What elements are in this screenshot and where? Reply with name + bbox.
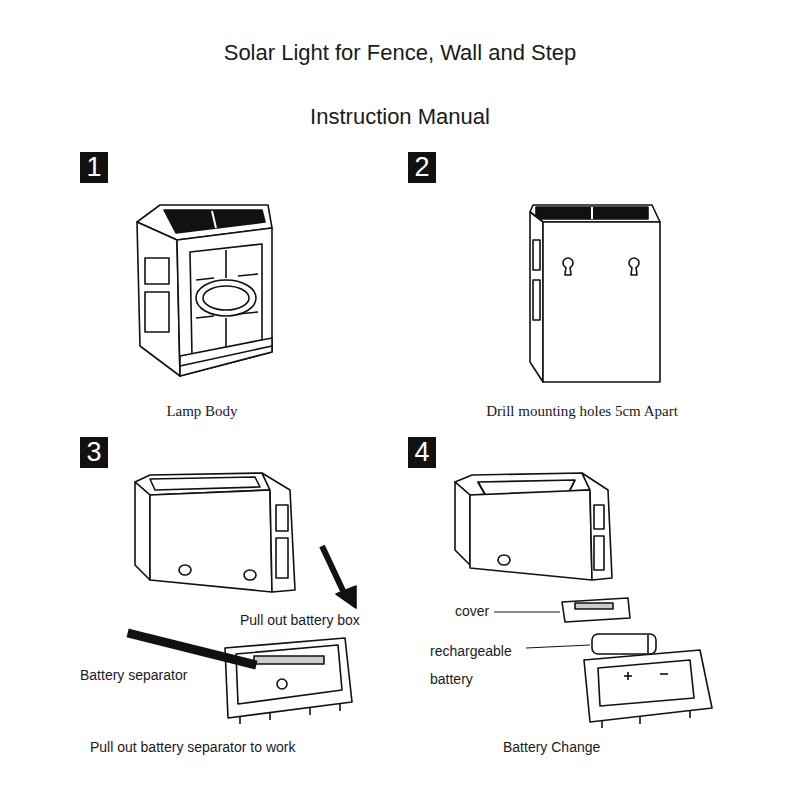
- caption-label: Pull out battery separator to work: [90, 739, 295, 755]
- step-number-box: 2: [408, 152, 436, 183]
- lamp-underside-view: [135, 473, 295, 592]
- lamp-back-view: [530, 205, 660, 382]
- caption-label: cover: [455, 603, 489, 619]
- step-number-box: 4: [408, 437, 436, 468]
- caption-label: Battery separator: [80, 667, 187, 683]
- step-number: 1: [86, 154, 101, 181]
- caption-label: Drill mounting holes 5cm Apart: [486, 403, 678, 420]
- step-number: 2: [414, 154, 429, 181]
- step-number: 4: [414, 439, 429, 466]
- battery-holder: [584, 650, 712, 728]
- caption-label: Pull out battery box: [240, 612, 360, 628]
- pull-arrow: [322, 546, 356, 608]
- step-number: 3: [86, 439, 101, 466]
- battery-cover: [562, 598, 630, 622]
- page-title: Solar Light for Fence, Wall and Step: [224, 40, 577, 66]
- battery-separator-strip: [132, 634, 252, 664]
- rechargeable-battery: [592, 634, 656, 654]
- lamp-front-view: [137, 205, 272, 376]
- step-number-box: 3: [80, 437, 108, 468]
- caption-label: Lamp Body: [166, 403, 237, 420]
- caption-label: rechargeable battery: [430, 637, 526, 693]
- leader-line: [494, 612, 590, 648]
- caption-label: Battery Change: [503, 739, 600, 755]
- step-number-box: 1: [80, 152, 108, 183]
- battery-box: [225, 638, 352, 724]
- lamp-open-view: [455, 473, 612, 580]
- caption-label: Instruction Manual: [310, 104, 490, 130]
